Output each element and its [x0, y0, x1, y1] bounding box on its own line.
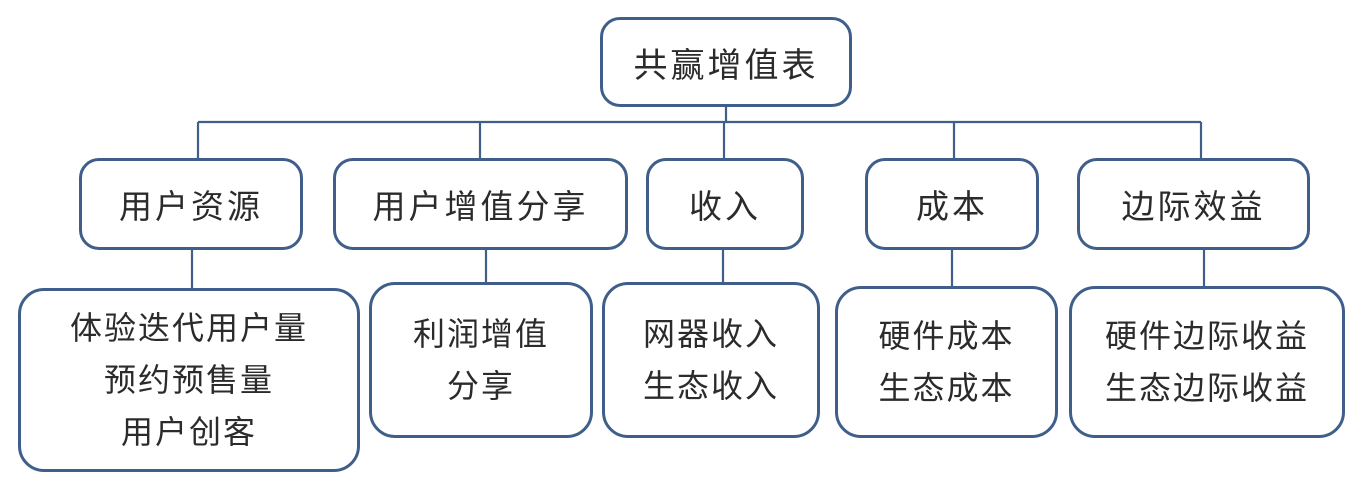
detail-line: 体验迭代用户量 — [69, 309, 308, 347]
category-label: 用户资源 — [119, 187, 263, 226]
detail-line: 生态边际收益 — [1104, 369, 1309, 407]
category-label: 用户增值分享 — [372, 187, 589, 226]
detail-line: 硬件边际收益 — [1104, 317, 1309, 355]
detail-box-marginal-benefit: 硬件边际收益 生态边际收益 — [1069, 286, 1345, 438]
detail-line: 预约预售量 — [103, 361, 274, 399]
root-label: 共赢增值表 — [633, 45, 819, 86]
category-box-marginal-benefit: 边际效益 — [1077, 158, 1310, 250]
category-box-user-value-share: 用户增值分享 — [333, 158, 628, 250]
detail-box-cost: 硬件成本 生态成本 — [835, 286, 1058, 438]
root-box: 共赢增值表 — [600, 17, 852, 107]
category-box-user-resources: 用户资源 — [79, 158, 303, 250]
detail-line: 生态成本 — [878, 369, 1015, 407]
category-box-cost: 成本 — [865, 158, 1039, 250]
detail-line: 网器收入 — [642, 315, 779, 353]
detail-line: 用户创客 — [120, 413, 257, 451]
category-box-revenue: 收入 — [646, 158, 804, 250]
category-label: 成本 — [916, 187, 988, 226]
detail-line: 利润增值 — [412, 315, 549, 353]
category-label: 收入 — [689, 187, 761, 226]
detail-line: 生态收入 — [642, 367, 779, 405]
detail-line: 硬件成本 — [878, 317, 1015, 355]
detail-box-user-resources: 体验迭代用户量 预约预售量 用户创客 — [18, 288, 360, 472]
category-label: 边际效益 — [1121, 187, 1266, 226]
detail-box-user-value-share: 利润增值 分享 — [369, 282, 593, 438]
detail-box-revenue: 网器收入 生态收入 — [602, 282, 820, 438]
detail-line: 分享 — [446, 367, 515, 405]
